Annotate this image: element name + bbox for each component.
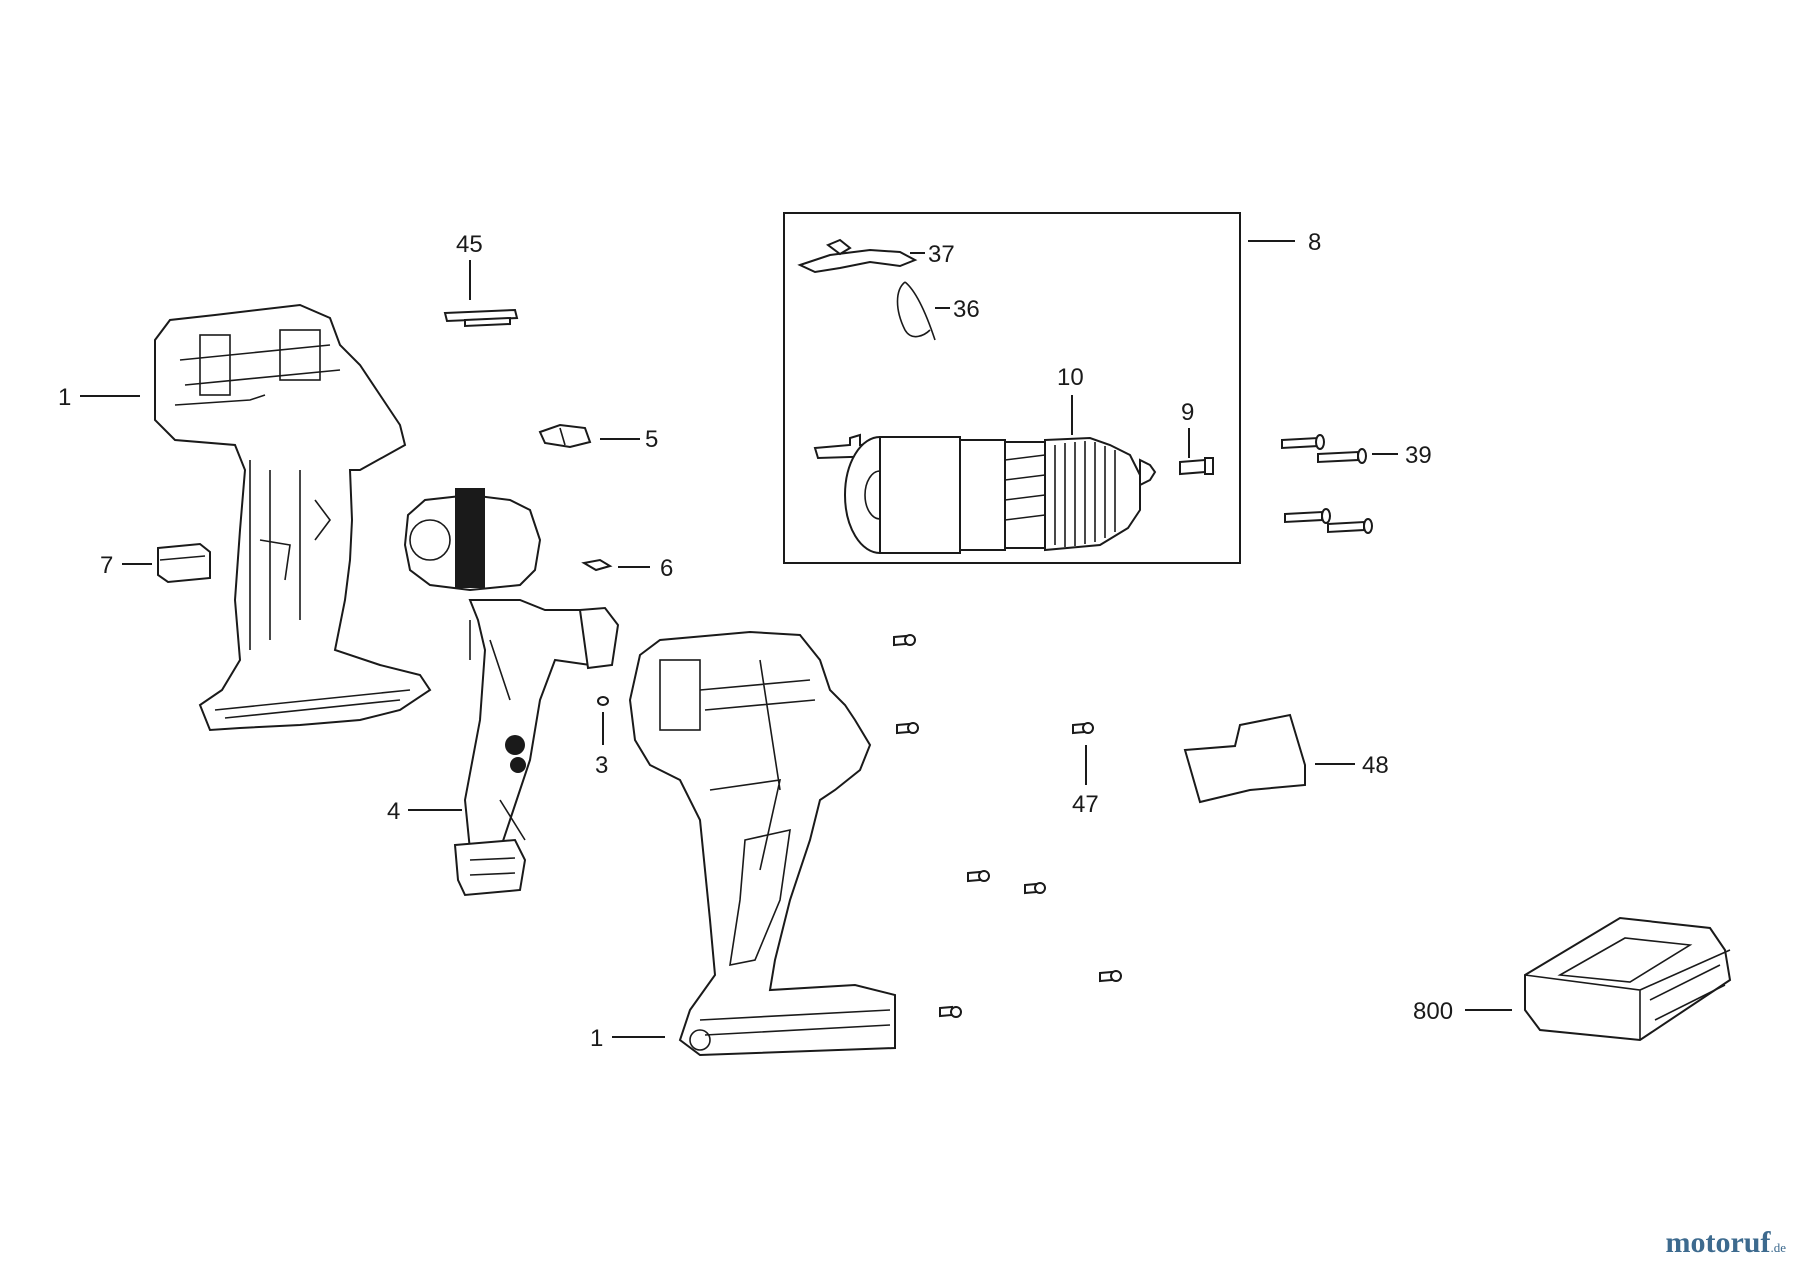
- part-6-small-clip: [581, 558, 613, 572]
- motoruf-watermark: motoruf.de: [1665, 1226, 1786, 1260]
- callout-9: 9: [1181, 399, 1194, 426]
- callout-numbers: 1 45 5 7 6 3 4 1 8 37 36 10 9 39 47 48 8…: [58, 229, 1453, 1052]
- callout-5: 5: [645, 426, 658, 453]
- callout-48: 48: [1362, 752, 1389, 779]
- part-37-slider: [797, 238, 918, 274]
- watermark-suffix: .de: [1770, 1240, 1786, 1255]
- callout-7: 7: [100, 552, 113, 579]
- callout-1-top: 1: [58, 384, 71, 411]
- housing-right-half: [628, 630, 896, 1057]
- callout-45: 45: [456, 231, 483, 258]
- part-3-pin: [597, 696, 609, 706]
- part-45-contact-strip: [443, 308, 519, 328]
- part-4-motor-switch-assembly: [403, 488, 620, 897]
- callout-39: 39: [1405, 442, 1432, 469]
- part-10-gearbox-chuck: [813, 433, 1157, 554]
- callout-10: 10: [1057, 364, 1084, 391]
- watermark-brand: motoruf: [1665, 1226, 1771, 1259]
- callout-1-bottom: 1: [590, 1025, 603, 1052]
- part-800-carry-case: [1524, 916, 1732, 1042]
- part-7-battery-indicator: [157, 542, 211, 584]
- callout-8: 8: [1308, 229, 1321, 256]
- callout-36: 36: [953, 296, 980, 323]
- callout-37: 37: [928, 241, 955, 268]
- housing-left-half: [154, 303, 432, 732]
- callout-4: 4: [387, 798, 400, 825]
- callout-6: 6: [660, 555, 673, 582]
- callout-800: 800: [1413, 998, 1453, 1025]
- assembly-8-frame: [783, 212, 1241, 564]
- callout-47: 47: [1072, 791, 1099, 818]
- part-36-spring-wire: [896, 281, 936, 341]
- part-47-screws: [893, 634, 1122, 1018]
- part-39-screws: [1281, 434, 1373, 534]
- leader-lines: [80, 240, 1512, 1038]
- part-5-selector-button: [538, 423, 592, 449]
- part-9-screw: [1179, 457, 1214, 476]
- part-48-label: [1183, 713, 1306, 804]
- callout-3: 3: [595, 752, 608, 779]
